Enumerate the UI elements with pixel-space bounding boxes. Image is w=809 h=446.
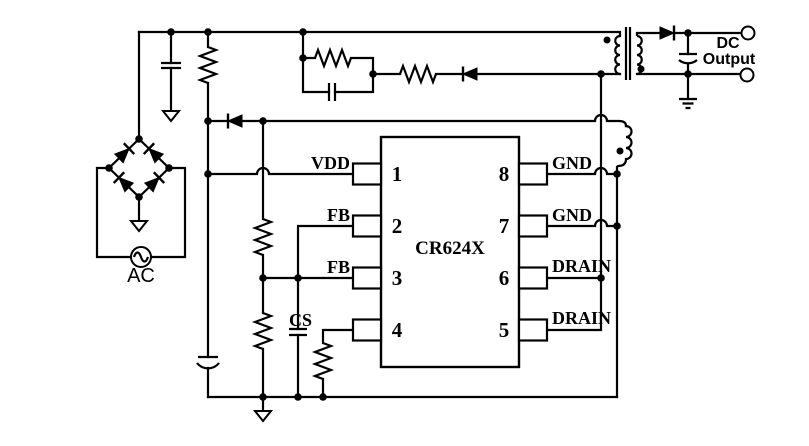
primary-winding bbox=[614, 34, 621, 76]
pin2-box bbox=[351, 214, 383, 238]
pin2-label: FB bbox=[327, 205, 350, 225]
snubber-capacitor bbox=[327, 83, 337, 101]
ic-cr624x: CR624X 1 2 3 4 8 7 6 5 VDD FB FB CS GND … bbox=[289, 135, 611, 369]
secondary-phase-dot-icon bbox=[637, 65, 645, 73]
aux-phase-dot-icon bbox=[616, 147, 624, 155]
ground-icon bbox=[128, 220, 150, 233]
dc-label: DC bbox=[716, 35, 740, 52]
pin6-label: DRAIN bbox=[552, 256, 611, 276]
vdd-diode-icon bbox=[226, 112, 244, 130]
core-icon bbox=[624, 27, 632, 80]
pin6-box bbox=[517, 266, 549, 290]
pin1-box bbox=[351, 162, 383, 186]
pin5-label: DRAIN bbox=[552, 308, 611, 328]
pin8-number: 8 bbox=[499, 162, 510, 186]
pin1-number: 1 bbox=[392, 162, 403, 186]
feedback-upper-resistor bbox=[251, 217, 275, 257]
ic-name: CR624X bbox=[415, 238, 485, 259]
feedback-lower-resistor bbox=[251, 311, 275, 351]
pin4-number: 4 bbox=[392, 318, 403, 342]
ac-source: AC bbox=[127, 246, 155, 287]
ac-label: AC bbox=[127, 265, 155, 287]
pin5-number: 5 bbox=[499, 318, 510, 342]
pin3-box bbox=[351, 266, 383, 290]
dc-plus-terminal bbox=[740, 25, 756, 41]
primary-phase-dot-icon bbox=[603, 36, 611, 44]
snubber-series-resistor bbox=[398, 62, 438, 86]
pin3-number: 3 bbox=[392, 266, 403, 290]
pin1-label: VDD bbox=[311, 153, 350, 173]
ground-symbols bbox=[128, 97, 697, 423]
ground-icon bbox=[252, 410, 274, 423]
sine-icon bbox=[132, 251, 150, 263]
pin6-number: 6 bbox=[499, 266, 510, 290]
pin4-box bbox=[351, 318, 383, 342]
dc-output: DC Output bbox=[703, 25, 756, 83]
startup-resistor bbox=[196, 45, 220, 85]
pin3-label: FB bbox=[327, 257, 350, 277]
cs-resistor bbox=[311, 341, 335, 381]
pin7-box bbox=[517, 214, 549, 238]
junction-dots bbox=[105, 28, 692, 401]
snubber-resistor bbox=[313, 46, 353, 70]
dc-minus-terminal bbox=[739, 67, 755, 83]
snubber-diode-icon bbox=[461, 65, 479, 83]
pin4-label: CS bbox=[289, 310, 312, 330]
pin5-box bbox=[517, 318, 549, 342]
feedback-capacitor bbox=[289, 327, 307, 337]
output-label: Output bbox=[703, 51, 756, 68]
pin7-number: 7 bbox=[499, 214, 510, 238]
pin8-box bbox=[517, 162, 549, 186]
vdd-capacitor bbox=[196, 355, 220, 370]
output-diode-icon bbox=[658, 24, 676, 42]
ic-body bbox=[379, 135, 521, 369]
ground-icon bbox=[160, 110, 182, 123]
pin8-label: GND bbox=[552, 153, 592, 173]
wires bbox=[137, 30, 743, 413]
output-capacitor bbox=[678, 52, 698, 65]
transformer bbox=[603, 27, 645, 155]
pin7-label: GND bbox=[552, 205, 592, 225]
pin2-number: 2 bbox=[392, 214, 403, 238]
earth-ground-icon bbox=[679, 97, 697, 110]
input-capacitor bbox=[161, 61, 181, 70]
